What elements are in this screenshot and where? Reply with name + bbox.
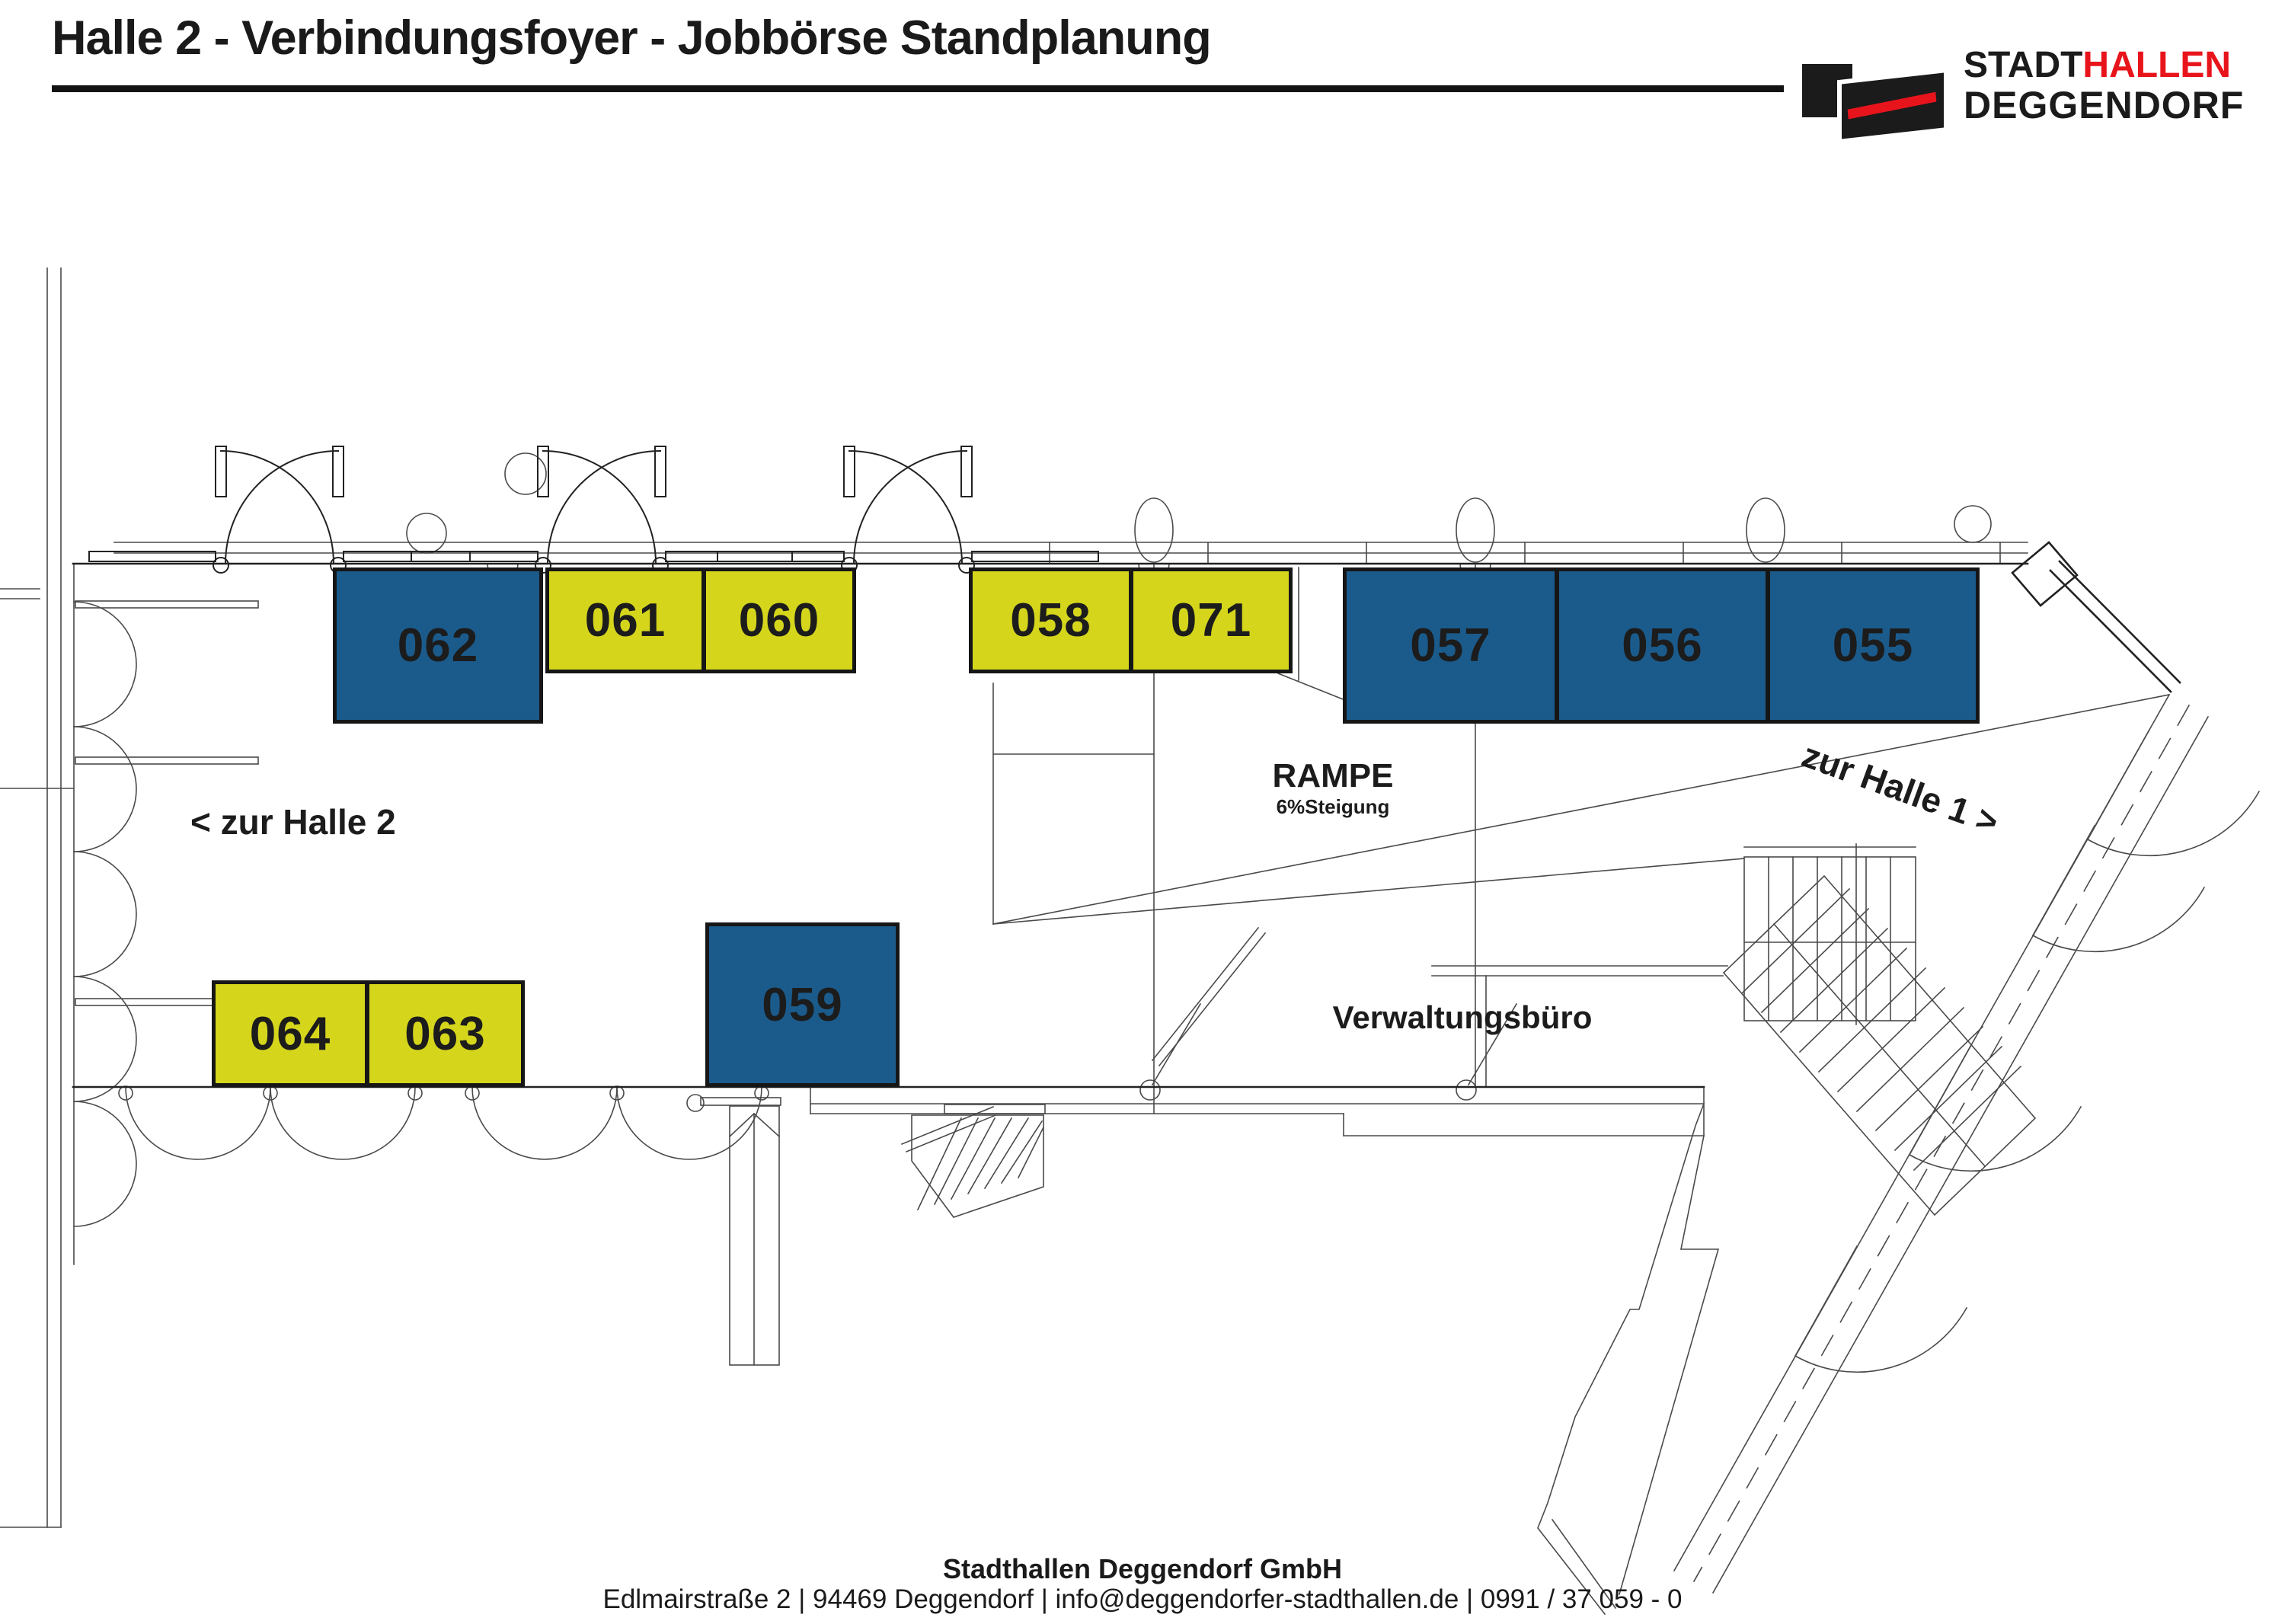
label-rampe-steigung: 6%Steigung [1276, 795, 1390, 818]
booth-058: 058 [969, 567, 1133, 673]
booth-063: 063 [366, 980, 525, 1087]
booth-061: 061 [545, 567, 705, 673]
booth-056: 056 [1555, 567, 1769, 724]
title-underline [52, 85, 1784, 92]
label-zur-halle-2: < zur Halle 2 [190, 802, 396, 842]
logo-text: STADTHALLEN DEGGENDORF [1964, 45, 2245, 126]
booth-label: 058 [1010, 594, 1091, 647]
booth-label: 064 [249, 1007, 331, 1060]
booth-label: 061 [584, 594, 666, 647]
footer: Stadthallen Deggendorf GmbH Edlmairstraß… [0, 1554, 2285, 1615]
page-title: Halle 2 - Verbindungsfoyer - Jobbörse St… [52, 11, 1212, 65]
logo-word-deggendorf: DEGGENDORF [1964, 84, 2245, 126]
stadthallen-logo: STADTHALLEN DEGGENDORF [1798, 15, 2270, 145]
booth-label: 062 [397, 619, 479, 672]
booth-059: 059 [705, 922, 900, 1087]
booth-071: 071 [1130, 567, 1293, 673]
booth-062: 062 [333, 567, 543, 724]
logo-word-hallen: HALLEN [2082, 45, 2232, 85]
booth-055: 055 [1766, 567, 1980, 724]
booth-label: 059 [762, 978, 843, 1031]
booth-label: 060 [738, 594, 820, 647]
booth-label: 055 [1832, 619, 1914, 672]
label-rampe: RAMPE [1272, 757, 1394, 794]
booth-label: 063 [404, 1007, 486, 1060]
footer-contact: Edlmairstraße 2 | 94469 Deggendorf | inf… [602, 1584, 1683, 1614]
label-verwaltungsbuero: Verwaltungsbüro [1332, 999, 1593, 1035]
logo-word-stadt: STADT [1964, 45, 2083, 85]
booth-label: 071 [1170, 594, 1252, 647]
footer-company: Stadthallen Deggendorf GmbH [942, 1553, 1343, 1584]
booth-060: 060 [702, 567, 856, 673]
booth-label: 057 [1410, 619, 1491, 672]
booth-064: 064 [212, 980, 369, 1087]
booth-057: 057 [1343, 567, 1558, 724]
booth-label: 056 [1622, 619, 1703, 672]
